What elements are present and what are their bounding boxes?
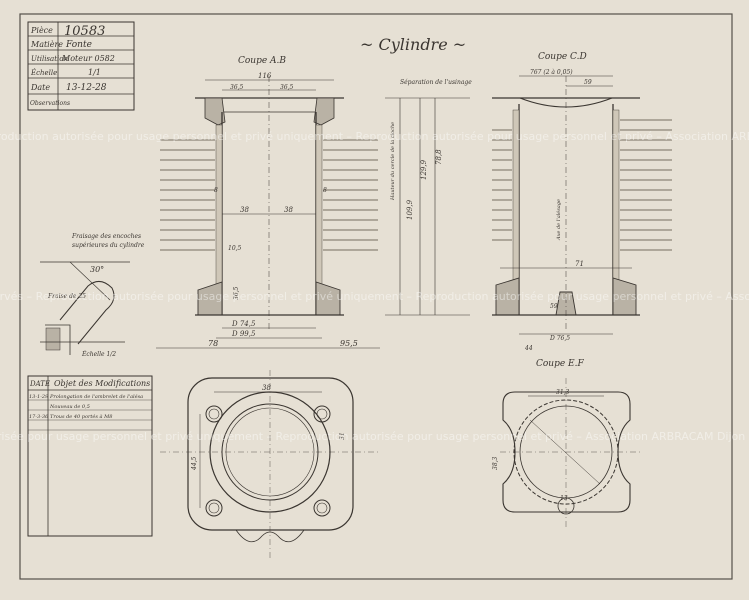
dim-bore-half2: 38 xyxy=(284,206,293,214)
tb-value-date: 13-12-28 xyxy=(66,83,107,93)
dim-s2: 8 xyxy=(323,187,327,194)
dim-d1: 36,5 xyxy=(230,84,244,91)
annotation-vert2: Axe de l'alésage xyxy=(555,199,562,241)
dim-c38: 38 xyxy=(262,384,271,392)
annotation-vert: Hauteur du cercle de la cloche xyxy=(390,122,396,201)
dim-r1: 767 (2 à 0,05) xyxy=(530,69,573,76)
mod-entry-2-text: Nouveau de 0,5 xyxy=(49,404,90,410)
dim-r4: D 76,5 xyxy=(549,335,570,342)
dim-c38b: 38,3 xyxy=(492,456,499,470)
watermark-line-1: Droits réservés – Reproduction autorisée… xyxy=(0,130,749,143)
dim-height-c: 78,8 xyxy=(435,149,443,165)
dim-d-bottom2: D 99,5 xyxy=(231,330,256,338)
detail-angle: 30° xyxy=(90,265,104,274)
watermark-line-3: Droits réservés – Reproduction autorisée… xyxy=(0,430,749,443)
modifications-table xyxy=(27,375,153,537)
plan-view-top xyxy=(160,370,380,560)
dim-height-a: 129,9 xyxy=(420,159,428,180)
mod-entry-1-date: 13-1-29 xyxy=(29,394,49,400)
tb-value-echelle: 1/1 xyxy=(88,68,101,77)
tb-label-piece: Pièce xyxy=(30,26,53,35)
watermark: Droits réservés – Reproduction autorisée… xyxy=(0,130,749,443)
section-cd-label: Coupe C.D xyxy=(538,52,587,62)
sheet-border xyxy=(19,13,733,580)
dim-r2: 59 xyxy=(584,79,592,86)
tb-label-matiere: Matière xyxy=(30,40,63,49)
detail-caption-2: supérieures du cylindre xyxy=(72,242,145,249)
watermark-line-2: Droits réservés – Reproduction autorisée… xyxy=(0,290,749,303)
dim-bore-half: 38 xyxy=(240,206,249,214)
mod-header-date: DATE xyxy=(29,380,50,388)
tb-label-echelle: Échelle xyxy=(30,68,57,77)
cooling-fins-left xyxy=(160,139,378,251)
dim-d71: 71 xyxy=(575,260,584,268)
dim-d44: 44 xyxy=(524,345,533,352)
detail-notch-view xyxy=(40,261,130,355)
tb-label-date: Date xyxy=(30,83,50,92)
section-ef-label: Coupe E.F xyxy=(536,359,584,369)
dim-top-width: 116 xyxy=(258,72,272,80)
section-ef-view xyxy=(500,378,640,530)
dim-d-small: 36,5 xyxy=(233,286,240,300)
dim-r3: 59 xyxy=(550,303,558,310)
dim-c31b: 31,3 xyxy=(556,389,570,396)
dim-c44: 44,5 xyxy=(191,456,198,471)
section-cd-view xyxy=(492,75,640,335)
mod-entry-3-date: 17-3-36 xyxy=(29,414,49,420)
dim-h-small: 10,5 xyxy=(228,245,242,252)
cooling-fins-right xyxy=(492,119,672,251)
mod-entry-3-text: Trous de 40 portés à M8 xyxy=(50,413,112,420)
dim-d-bottom: D 74,5 xyxy=(231,320,256,328)
annotation-sep: Séparation de l'usinage xyxy=(400,79,472,86)
section-ab-label: Coupe A.B xyxy=(238,56,286,66)
dim-c13: 13 xyxy=(560,495,568,502)
dimensions-ab xyxy=(156,79,470,349)
detail-scale: Échelle 1/2 xyxy=(81,350,116,358)
dim-d2: 36,5 xyxy=(280,84,294,91)
mod-entry-1-text: Prolongation de l'ambrelet de l'alésa xyxy=(49,393,143,400)
dim-height-b: 109,9 xyxy=(406,199,414,220)
tb-label-obs: Observations xyxy=(30,100,70,107)
title-block: Pièce 10583 Matière Fonte Utilisation Mo… xyxy=(27,21,135,111)
tb-label-utilisation: Utilisation xyxy=(31,55,68,63)
drawing-title: ~ Cylindre ~ xyxy=(360,35,466,54)
detail-caption-1: Fraisage des encoches xyxy=(71,233,141,240)
section-ab-view xyxy=(195,76,344,330)
dim-left-offset: 78 xyxy=(208,339,218,348)
tb-value-piece: 10583 xyxy=(64,24,105,39)
dim-c31: 31 xyxy=(339,432,346,440)
tb-value-utilisation: Moteur 0582 xyxy=(61,54,115,63)
detail-note: Fraise de 25 xyxy=(47,293,86,300)
dim-right-offset: 95,5 xyxy=(340,339,358,348)
tb-value-matiere: Fonte xyxy=(65,40,92,50)
mod-header-object: Objet des Modifications xyxy=(54,379,150,388)
dim-s1: 8 xyxy=(214,187,218,194)
